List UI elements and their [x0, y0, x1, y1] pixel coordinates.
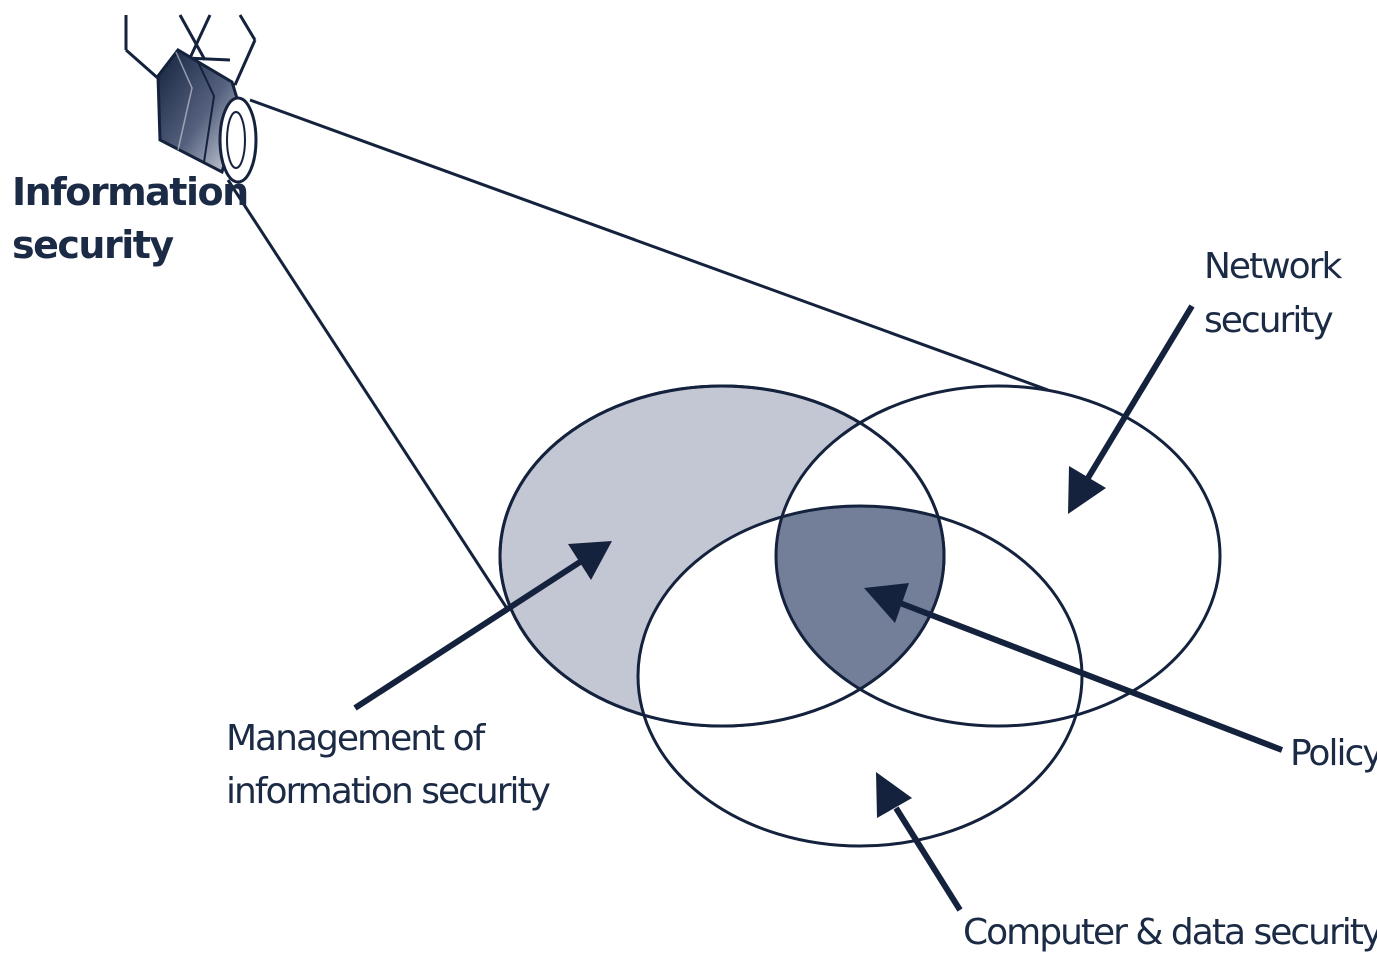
network-security-line-2: security — [1204, 300, 1333, 341]
information-security-line-1: Information — [12, 170, 248, 214]
information-security-label: Information security — [12, 170, 259, 267]
network-arrow — [1068, 304, 1195, 514]
information-security-line-2: security — [12, 223, 174, 267]
management-label: Management of information security — [226, 718, 551, 812]
spotlight-camera-icon — [124, 14, 258, 184]
projection-beam — [226, 98, 1049, 611]
policy-label: Policy — [1290, 733, 1377, 774]
management-outline — [498, 384, 946, 728]
policy-arrow — [864, 583, 1284, 753]
computer-data-arrow — [876, 772, 963, 912]
network-security-line-1: Network — [1204, 246, 1342, 287]
policy-intersection — [776, 506, 944, 726]
network-security-label: Network security — [1204, 246, 1350, 341]
management-line-2: information security — [226, 771, 551, 812]
computer-data-security-label: Computer & data security — [963, 912, 1377, 953]
management-arrow — [353, 541, 612, 711]
network-ellipse — [774, 384, 1222, 728]
management-line-1: Management of — [226, 718, 487, 759]
